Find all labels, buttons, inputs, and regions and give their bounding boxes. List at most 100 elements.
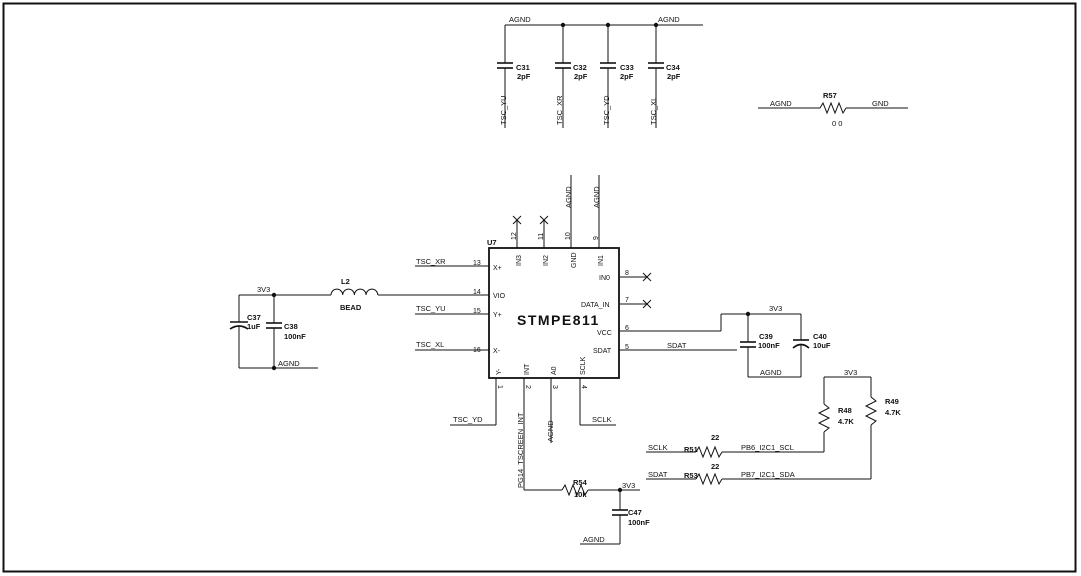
svg-text:2pF: 2pF	[574, 72, 588, 81]
svg-text:13: 13	[473, 260, 481, 267]
net-label-tsc-xl: TSC_XL	[416, 340, 444, 349]
svg-text:X+: X+	[493, 265, 502, 272]
svg-text:R49: R49	[885, 397, 899, 406]
resistor-r49: R49 4.7K	[864, 377, 901, 479]
svg-text:R53: R53	[684, 471, 698, 480]
svg-text:C47: C47	[628, 508, 642, 517]
net-label-3v3: 3V3	[622, 481, 635, 490]
svg-text:1uF: 1uF	[247, 322, 261, 331]
net-label-agnd: AGND	[583, 535, 605, 544]
svg-text:C33: C33	[620, 63, 634, 72]
svg-text:10k: 10k	[574, 490, 587, 499]
svg-text:2: 2	[524, 385, 531, 389]
net-label-tsc-xl: TSC_XL	[649, 97, 658, 125]
svg-text:2pF: 2pF	[517, 72, 531, 81]
net-label-agnd: AGND	[546, 420, 555, 442]
net-label-tsc-yu: TSC_YU	[416, 304, 446, 313]
svg-text:11: 11	[538, 233, 545, 240]
svg-text:14: 14	[473, 289, 481, 296]
svg-text:22: 22	[711, 462, 719, 471]
svg-text:IN0: IN0	[599, 275, 610, 282]
net-label-agnd: AGND	[564, 186, 573, 208]
net-label-sclk: SCLK	[592, 415, 612, 424]
svg-text:C31: C31	[516, 63, 530, 72]
svg-text:C39: C39	[759, 332, 773, 341]
svg-text:R57: R57	[823, 91, 837, 100]
net-label-sdat: SDAT	[667, 341, 687, 350]
svg-text:7: 7	[625, 297, 629, 304]
net-label-tsc-xr: TSC_XR	[555, 95, 564, 125]
chip-u7: U7 STMPE811 13 14 15 16 X+ VIO Y+ X- TSC…	[378, 175, 737, 490]
svg-text:IN2: IN2	[543, 255, 550, 266]
svg-text:8: 8	[625, 270, 629, 277]
net-label-gnd: GND	[872, 99, 889, 108]
net-label-pb6: PB6_I2C1_SCL	[741, 443, 794, 452]
capacitor-c47: C47 100nF	[612, 490, 650, 544]
svg-text:Y+: Y+	[493, 312, 502, 319]
svg-text:DATA_IN: DATA_IN	[581, 302, 610, 309]
net-label-3v3: 3V3	[257, 285, 270, 294]
net-label-agnd: AGND	[770, 99, 792, 108]
capacitor-c31: C31 2pF TSC_YU	[497, 25, 531, 128]
svg-text:100nF: 100nF	[628, 518, 650, 527]
chip-pins-right: 8 7 6 5 IN0 DATA_IN VCC SDAT SDAT	[581, 270, 737, 355]
net-label-sclk: SCLK	[648, 443, 668, 452]
svg-text:4.7K: 4.7K	[838, 417, 854, 426]
capacitor-c39: C39 100nF	[740, 314, 780, 377]
capacitor-c37: C37 1uF	[229, 295, 261, 368]
net-label-agnd: AGND	[760, 368, 782, 377]
chip-pins-top: 12 11 10 9 IN3 IN2 GND IN1 AGND AGND	[511, 175, 605, 268]
svg-text:C40: C40	[813, 332, 827, 341]
svg-text:Y-: Y-	[496, 368, 503, 375]
svg-text:SCLK: SCLK	[580, 356, 587, 375]
i2c-section: 3V3 R48 4.7K R49 4.7K SCLK R51 22 PB6_I2…	[646, 368, 901, 486]
vio-supply-filter: 3V3 L2 BEAD C37 1uF C38 100nF AGND	[229, 277, 379, 371]
inductor-l2: L2 BEAD	[330, 277, 379, 312]
capacitor-c33: C33 2pF TSC_YD	[600, 25, 634, 128]
resistor-r48: R48 4.7K	[817, 377, 854, 452]
svg-text:6: 6	[625, 325, 629, 332]
svg-text:3: 3	[551, 385, 558, 389]
svg-text:SDAT: SDAT	[593, 348, 612, 355]
resistor-r51: SCLK R51 22 PB6_I2C1_SCL	[646, 433, 824, 459]
svg-text:C38: C38	[284, 322, 298, 331]
resistor-r57: AGND GND R57 0 0	[758, 91, 908, 128]
svg-text:2pF: 2pF	[667, 72, 681, 81]
net-label-3v3: 3V3	[769, 304, 782, 313]
svg-text:VCC: VCC	[597, 330, 612, 337]
net-label-tsc-yd: TSC_YD	[453, 415, 483, 424]
svg-text:4.7K: 4.7K	[885, 408, 901, 417]
svg-text:15: 15	[473, 308, 481, 315]
svg-text:VIO: VIO	[493, 293, 506, 300]
svg-text:INT: INT	[524, 363, 531, 375]
svg-text:GND: GND	[571, 252, 578, 268]
svg-text:10uF: 10uF	[813, 341, 831, 350]
net-label-agnd: AGND	[509, 15, 531, 24]
svg-text:X-: X-	[493, 348, 501, 355]
svg-text:IN1: IN1	[598, 255, 605, 266]
svg-text:5: 5	[625, 344, 629, 351]
svg-text:12: 12	[511, 232, 518, 240]
capacitor-c38: C38 100nF	[266, 295, 306, 368]
svg-text:22: 22	[711, 433, 719, 442]
svg-text:C37: C37	[247, 313, 261, 322]
svg-text:0 0: 0 0	[832, 119, 842, 128]
svg-text:16: 16	[473, 347, 481, 354]
svg-text:2pF: 2pF	[620, 72, 634, 81]
svg-text:R54: R54	[573, 478, 588, 487]
net-label-tsc-yu: TSC_YU	[499, 95, 508, 125]
junction-dot	[271, 365, 277, 371]
net-label-agnd: AGND	[278, 359, 300, 368]
svg-text:1: 1	[496, 385, 503, 389]
svg-text:C34: C34	[666, 63, 681, 72]
chip-pins-bottom: 1 2 3 4 Y- INT A0 SCLK TSC_YD SCLK AGND …	[450, 356, 616, 490]
svg-text:R48: R48	[838, 406, 852, 415]
capacitor-c34: C34 2pF TSC_XL	[648, 25, 681, 128]
net-label-tsc-xr: TSC_XR	[416, 257, 446, 266]
net-label-agnd: AGND	[658, 15, 680, 24]
svg-text:9: 9	[593, 236, 600, 240]
chip-name: STMPE811	[517, 312, 600, 328]
svg-text:4: 4	[580, 385, 587, 389]
svg-text:IN3: IN3	[516, 255, 523, 266]
